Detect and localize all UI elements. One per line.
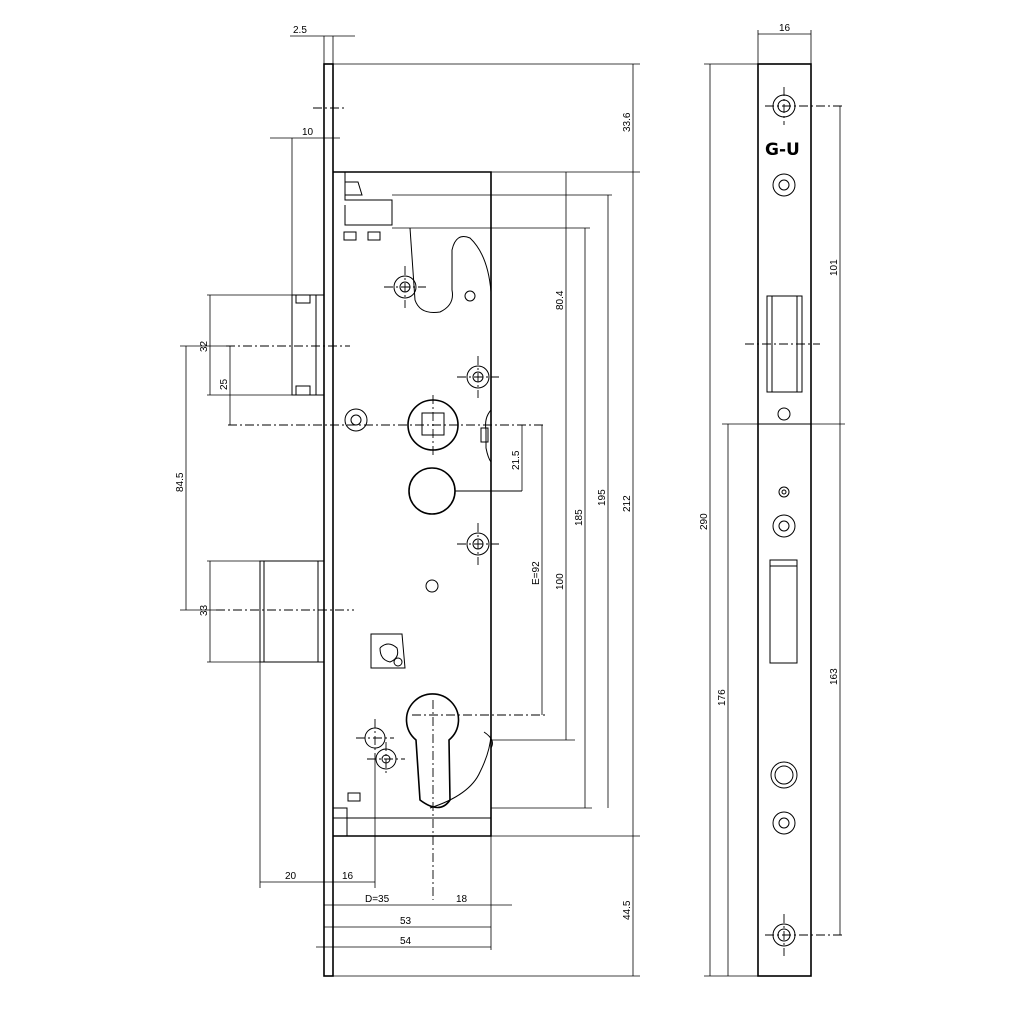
lock-side-view: [216, 63, 560, 977]
dim-18: 18: [456, 894, 468, 905]
dim-101: 101: [829, 259, 840, 276]
faceplate-side: [323, 63, 334, 977]
mounting-hole-top: [765, 87, 845, 125]
dim-290: 290: [699, 513, 710, 530]
cylinder-profile: [405, 693, 460, 809]
faceplate-front: [757, 63, 812, 977]
dim-16-side: 16: [342, 871, 354, 882]
dim-100: 100: [555, 573, 566, 590]
dim-163: 163: [829, 668, 840, 685]
faceplate-front-view: G-U: [745, 63, 845, 977]
dim-54: 54: [400, 936, 412, 947]
latch-opening: [745, 295, 820, 393]
screw-boss-1: [384, 266, 426, 308]
screw-boss-6: [367, 742, 405, 776]
mounting-hole-bottom: [765, 914, 845, 956]
hook-lever: [409, 227, 492, 313]
dim-16-top: 16: [779, 23, 791, 34]
dimension-lines-front: [704, 30, 845, 977]
dim-20: 20: [285, 871, 297, 882]
faceplate-screw-2: [772, 514, 796, 538]
screw-boss-3: [344, 408, 368, 432]
dim-84-5: 84.5: [175, 472, 186, 492]
lock-case: [333, 171, 492, 837]
dimension-lines-side: [180, 35, 640, 977]
dim-53: 53: [400, 916, 412, 927]
dim-2-5: 2.5: [293, 25, 307, 36]
dim-176: 176: [717, 689, 728, 706]
screw-boss-5: [356, 719, 394, 757]
dead-bolt: [259, 560, 325, 663]
cylinder-cam-front: [770, 761, 798, 789]
dim-33: 33: [199, 604, 210, 616]
dim-d35: D=35: [365, 894, 390, 905]
dim-e92: E=92: [531, 561, 542, 585]
dimension-labels-side: 2.5 10 33.6 80.4 32 25 84.5 21.5 185 195…: [175, 25, 633, 947]
faceplate-screw-3: [772, 811, 796, 835]
top-slide-block: [333, 171, 393, 226]
screw-boss-4: [457, 523, 499, 565]
dim-10: 10: [302, 127, 314, 138]
dimension-labels-front: 16 101 290 176 163: [699, 23, 840, 706]
dim-33-6: 33.6: [622, 112, 633, 132]
dim-80-4: 80.4: [555, 290, 566, 310]
trigger-block: [370, 633, 406, 669]
dim-32: 32: [199, 340, 210, 352]
dim-195: 195: [597, 489, 608, 506]
dim-44-5: 44.5: [622, 900, 633, 920]
secondary-hub: [408, 467, 456, 515]
dim-185: 185: [574, 509, 585, 526]
deadbolt-opening: [769, 559, 798, 664]
brand-logo: G-U: [765, 140, 800, 160]
faceplate-screw-1: [772, 173, 796, 197]
dim-21-5: 21.5: [511, 450, 522, 470]
dim-25: 25: [219, 378, 230, 390]
latch-bolt: [291, 294, 325, 396]
dim-212: 212: [622, 495, 633, 512]
screw-boss-2: [457, 356, 499, 398]
